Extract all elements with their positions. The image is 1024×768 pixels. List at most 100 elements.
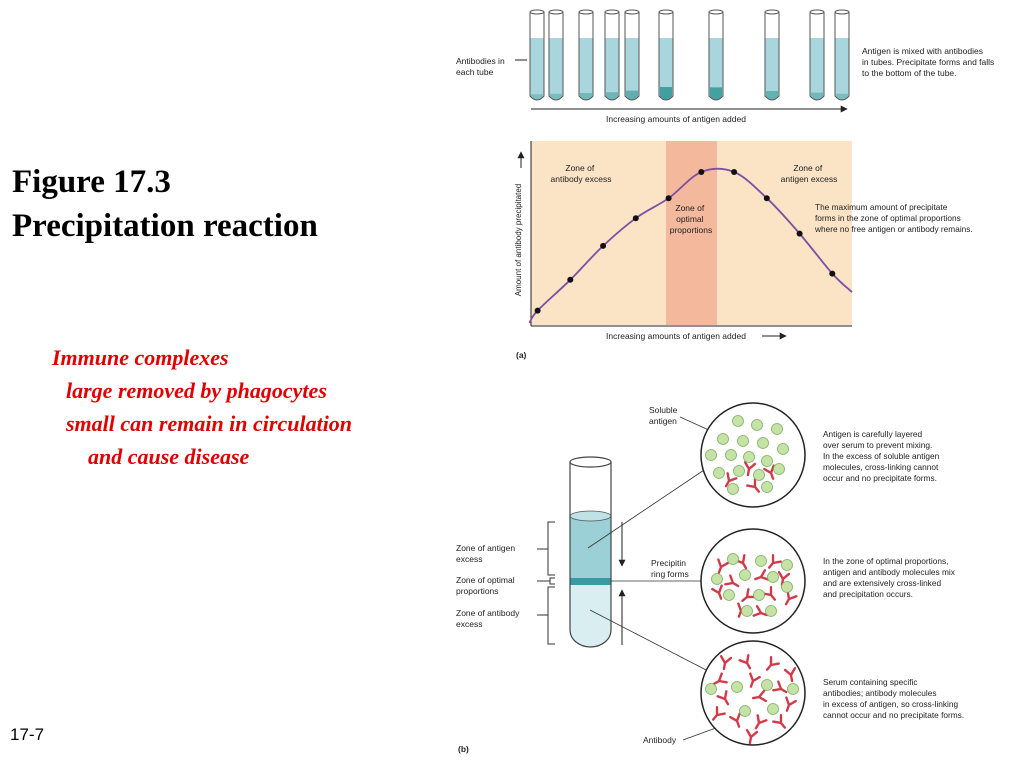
antigen-icon	[787, 683, 799, 695]
antigen-icon	[713, 467, 725, 479]
zone-brackets	[537, 521, 555, 645]
layered-tube	[569, 456, 612, 648]
x-axis-label: Increasing amounts of antigen added	[606, 331, 746, 341]
antigen-icon	[723, 589, 735, 601]
antibody-icon	[719, 655, 733, 671]
antigen-icon	[751, 419, 763, 431]
test-tube	[658, 9, 674, 101]
antibody-icon	[712, 672, 728, 686]
antigen-icon	[732, 415, 744, 427]
antigen-icon	[733, 465, 745, 477]
antigen-icon	[765, 605, 777, 617]
antigen-icon	[757, 437, 769, 449]
antigen-icon	[741, 605, 753, 617]
soluble-antigen-label: Soluble antigen	[649, 405, 680, 426]
data-point	[567, 276, 574, 283]
title-line-2: Precipitation reaction	[12, 208, 318, 244]
slide-number: 17-7	[10, 725, 45, 744]
tubes-note: Antigen is mixed with antibodies in tube…	[862, 46, 997, 78]
zone-optimal-b-label: Zone of optimal proportions	[456, 575, 517, 596]
notes-list: Immune complexes large removed by phagoc…	[52, 341, 352, 473]
antibody-icon	[724, 574, 740, 588]
tubes-label: Antibodies in each tube	[456, 56, 507, 77]
antigen-icon	[761, 455, 773, 467]
test-tube	[624, 9, 640, 101]
test-tube	[529, 9, 545, 101]
antibody-icon	[754, 569, 770, 581]
zone-optimal-label: Zone of optimal proportions	[670, 203, 713, 235]
antibody-icon	[783, 667, 797, 683]
note-line-3: small can remain in circulation	[66, 411, 353, 436]
antibody-icon	[765, 655, 780, 671]
tubes-axis-label: Increasing amounts of antigen added	[606, 114, 746, 124]
antigen-icon	[755, 555, 767, 567]
antibody-label: Antibody	[643, 735, 677, 745]
max-precipitate-note: The maximum amount of precipitate forms …	[814, 202, 973, 234]
note-mid: In the zone of optimal proportions, anti…	[823, 556, 957, 599]
antibody-icon	[717, 558, 729, 574]
antigen-icon	[727, 483, 739, 495]
antibody-icon	[767, 553, 782, 569]
antigen-icon	[705, 683, 717, 695]
data-point	[534, 307, 541, 314]
antigen-icon	[767, 703, 779, 715]
test-tube	[604, 9, 620, 101]
test-tube	[578, 9, 594, 101]
test-tube	[548, 9, 564, 101]
data-point	[796, 230, 803, 237]
antigen-icon	[711, 573, 723, 585]
note-top: Antigen is carefully layered over serum …	[823, 429, 942, 483]
antigen-icon	[725, 449, 737, 461]
antigen-icon	[753, 469, 765, 481]
precipitation-curve	[528, 167, 853, 324]
zone-antigen-excess-label: Zone of antigen excess	[781, 163, 838, 184]
zone-antibody-excess-label: Zone of antibody excess	[551, 163, 612, 184]
antigen-icon	[761, 481, 773, 493]
antibody-icon	[724, 472, 738, 488]
antibody-icon	[738, 654, 752, 670]
note-line-2: large removed by phagocytes	[66, 378, 327, 403]
antibody-icon	[711, 705, 726, 721]
antigen-icon	[771, 423, 783, 435]
antigen-icon	[705, 449, 717, 461]
antigen-icon	[731, 681, 743, 693]
antibody-icon	[711, 584, 723, 600]
test-tube	[834, 9, 850, 101]
data-points	[534, 169, 836, 314]
zone-antigen-excess-b-label: Zone of antigen excess	[456, 543, 517, 564]
data-point	[763, 195, 770, 202]
antibody-icon	[777, 571, 791, 587]
antibody-icon	[749, 672, 761, 688]
antibody-icon	[754, 714, 768, 730]
antibody-icon	[751, 689, 767, 703]
title-line-1: Figure 17.3	[12, 164, 171, 200]
data-point	[731, 169, 738, 175]
antibody-icon	[772, 713, 787, 729]
antigen-icon	[739, 705, 751, 717]
data-point	[829, 270, 836, 277]
test-tube	[764, 9, 780, 101]
antibody-icon	[752, 605, 768, 617]
antibody-icon	[784, 590, 798, 606]
data-point	[632, 215, 639, 222]
precipitin-label: Precipitin ring forms	[651, 558, 689, 579]
antigen-icon	[781, 581, 793, 593]
antibody-icon	[745, 729, 759, 745]
data-point	[698, 169, 705, 175]
antigen-icon	[753, 589, 765, 601]
antigen-icon	[717, 433, 729, 445]
zoom-circle-antibody-excess	[700, 640, 806, 746]
optimal-zone-band	[666, 141, 717, 325]
note-line-1: Immune complexes	[52, 345, 229, 370]
antibody-icon	[746, 477, 761, 493]
note-line-4: and cause disease	[88, 444, 250, 469]
antibody-icon	[716, 690, 730, 706]
antigen-icon	[761, 679, 773, 691]
test-tube	[809, 9, 825, 101]
data-point	[665, 195, 672, 202]
antibody-icon	[729, 712, 741, 728]
antibody-tubes	[529, 9, 850, 101]
antigen-icon	[781, 559, 793, 571]
antigen-icon	[737, 435, 749, 447]
